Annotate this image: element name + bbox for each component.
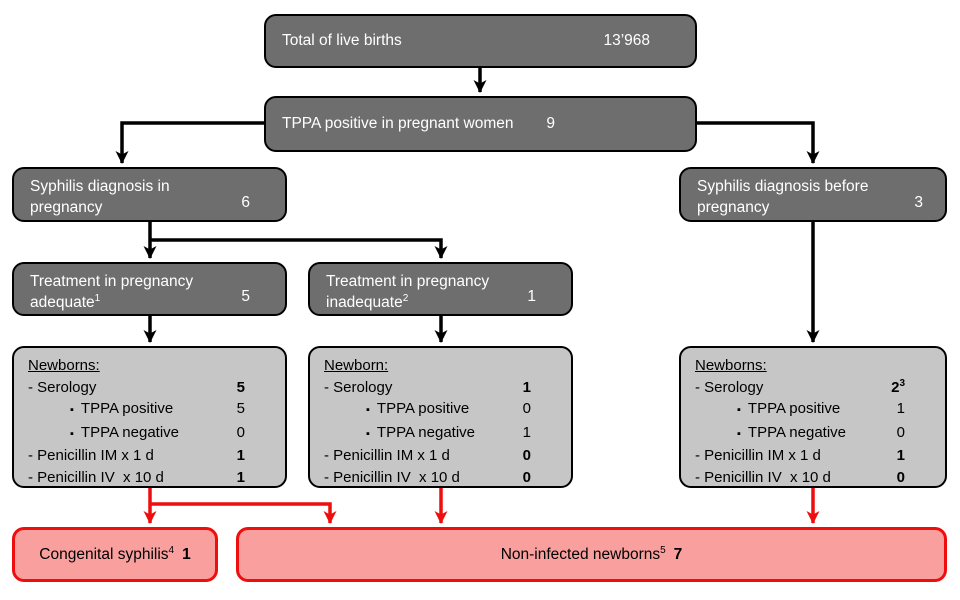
node-newborns-adequate-treatment: Newborns: - Serology 5 ▪TPPA positive 5 … bbox=[12, 346, 287, 488]
row-value: 1 bbox=[236, 468, 245, 486]
row-value: 1 bbox=[896, 400, 905, 417]
node-value: 13’968 bbox=[603, 32, 650, 49]
square-bullet-icon: ▪ bbox=[737, 427, 741, 440]
newborns-title: Newborn: bbox=[324, 357, 389, 374]
node-label: Syphilis diagnosis in pregnancy bbox=[30, 178, 170, 216]
node-label: TPPA positive in pregnant women bbox=[282, 115, 514, 132]
footnote-superscript: 2 bbox=[402, 292, 409, 304]
node-value: 3 bbox=[914, 194, 923, 211]
node-treatment-adequate: Treatment in pregnancy adequate1 5 bbox=[12, 262, 287, 316]
node-tppa-positive: TPPA positive in pregnant women 9 bbox=[264, 96, 697, 152]
row-value: 0 bbox=[522, 468, 531, 486]
node-value: 1 bbox=[182, 545, 191, 563]
node-newborns-diagnosed-before: Newborns: - Serology 23 ▪TPPA positive 1… bbox=[679, 346, 947, 488]
newborn-row: ▪TPPA negative 0 bbox=[695, 422, 931, 446]
node-value: 6 bbox=[241, 194, 250, 211]
node-non-infected-newborns: Non-infected newborns5 7 bbox=[236, 527, 947, 582]
node-label: Total of live births bbox=[282, 32, 402, 49]
row-value: 1 bbox=[522, 423, 531, 441]
row-value: 0 bbox=[522, 447, 531, 464]
newborn-row: ▪TPPA negative 1 bbox=[324, 422, 557, 446]
newborn-row: - Penicillin IM x 1 d 1 bbox=[695, 445, 931, 467]
row-value: 1 bbox=[236, 447, 245, 464]
footnote-superscript: 4 bbox=[168, 544, 175, 556]
newborn-row: - Serology 1 bbox=[324, 377, 557, 399]
square-bullet-icon: ▪ bbox=[366, 427, 370, 440]
newborn-row: ▪TPPA positive 0 bbox=[324, 398, 557, 422]
newborns-title: Newborns: bbox=[695, 357, 767, 374]
node-value: 5 bbox=[241, 288, 250, 305]
node-label: Non-infected newborns5 bbox=[500, 544, 666, 563]
square-bullet-icon: ▪ bbox=[366, 404, 370, 416]
node-value: 7 bbox=[673, 545, 683, 563]
footnote-superscript: 3 bbox=[899, 377, 905, 389]
footnote-superscript: 5 bbox=[660, 544, 666, 556]
row-value: 0 bbox=[896, 423, 905, 441]
newborn-row: ▪TPPA positive 5 bbox=[28, 398, 271, 422]
arrow-newborns-to-noninfected bbox=[150, 502, 337, 524]
row-value: 0 bbox=[522, 400, 531, 417]
node-value: 1 bbox=[527, 288, 536, 305]
newborn-row: - Penicillin IV x 10 d 1 bbox=[28, 467, 271, 489]
square-bullet-icon: ▪ bbox=[70, 404, 74, 416]
row-value: 1 bbox=[522, 378, 531, 396]
row-value: 23 bbox=[891, 377, 905, 396]
newborn-row: ▪TPPA positive 1 bbox=[695, 398, 931, 422]
row-value: 5 bbox=[236, 400, 245, 417]
newborn-row: - Penicillin IV x 10 d 0 bbox=[324, 467, 557, 489]
square-bullet-icon: ▪ bbox=[70, 427, 74, 440]
node-label: Congenital syphilis4 bbox=[39, 544, 175, 563]
footnote-superscript: 1 bbox=[94, 292, 101, 304]
node-total-live-births: Total of live births 13’968 bbox=[264, 14, 697, 68]
newborn-row: ▪TPPA negative 0 bbox=[28, 422, 271, 446]
node-syphilis-diagnosis-before-pregnancy: Syphilis diagnosis before pregnancy 3 bbox=[679, 167, 947, 222]
row-value: 0 bbox=[236, 423, 245, 441]
node-label: Treatment in pregnancy inadequate2 bbox=[326, 273, 490, 311]
newborn-row: - Penicillin IM x 1 d 1 bbox=[28, 445, 271, 467]
newborns-title: Newborns: bbox=[28, 357, 100, 374]
node-value: 9 bbox=[546, 115, 555, 132]
arrow-tppa-to-diag-in bbox=[115, 121, 264, 164]
newborn-row: - Serology 5 bbox=[28, 377, 271, 399]
row-value: 0 bbox=[896, 468, 905, 486]
arrow-diag-to-inadequate bbox=[150, 238, 448, 259]
row-value: 1 bbox=[896, 447, 905, 464]
row-value: 5 bbox=[236, 378, 245, 396]
node-syphilis-diagnosis-in-pregnancy: Syphilis diagnosis in pregnancy 6 bbox=[12, 167, 287, 222]
node-newborn-inadequate-treatment: Newborn: - Serology 1 ▪TPPA positive 0 ▪… bbox=[308, 346, 573, 488]
node-label: Syphilis diagnosis before pregnancy bbox=[697, 178, 869, 216]
node-label: Treatment in pregnancy adequate1 bbox=[30, 273, 194, 311]
node-treatment-inadequate: Treatment in pregnancy inadequate2 1 bbox=[308, 262, 573, 316]
square-bullet-icon: ▪ bbox=[737, 404, 741, 416]
newborn-row: - Penicillin IM x 1 d 0 bbox=[324, 445, 557, 467]
arrow-tppa-to-diag-before bbox=[697, 121, 820, 164]
newborn-row: - Serology 23 bbox=[695, 377, 931, 399]
node-congenital-syphilis: Congenital syphilis4 1 bbox=[12, 527, 218, 582]
newborn-row: - Penicillin IV x 10 d 0 bbox=[695, 467, 931, 489]
